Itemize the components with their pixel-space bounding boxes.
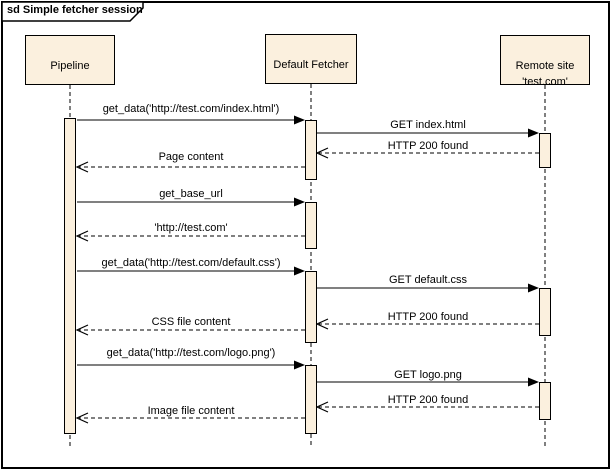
- lifeline-box-default-fetcher: Default Fetcher: [265, 34, 357, 84]
- activation-bar-fetcher-1: [305, 120, 317, 180]
- message-10-arrowhead-icon: [75, 324, 89, 336]
- lifeline-box-remote-site: Remote site 'test.com': [500, 35, 590, 88]
- message-label: get_base_url: [159, 188, 223, 200]
- message-label: get_data('http://test.com/index.html'): [102, 103, 280, 115]
- activation-bar-fetcher-2: [305, 202, 317, 249]
- lifeline-box-pipeline: Pipeline: [25, 35, 115, 85]
- message-label: HTTP 200 found: [387, 394, 469, 406]
- message-2-arrowhead-icon: [528, 128, 539, 138]
- activation-bar-fetcher-3: [305, 271, 317, 343]
- message-label: get_data('http://test.com/logo.png'): [106, 347, 276, 359]
- message-14-arrowhead-icon: [75, 412, 89, 424]
- message-1-arrowhead-icon: [294, 115, 305, 125]
- message-13-arrowhead-icon: [315, 401, 329, 413]
- activation-bar-remote-3: [539, 382, 551, 420]
- message-label: get_data('http://test.com/default.css'): [101, 257, 281, 269]
- message-7-arrowhead-icon: [294, 266, 305, 276]
- frame-border: [1, 1, 610, 469]
- frame-title-tab: [1, 1, 144, 22]
- lifeline-name: Default Fetcher: [273, 59, 349, 71]
- message-label: GET logo.png: [394, 369, 462, 381]
- message-label: HTTP 200 found: [387, 140, 469, 152]
- message-9-arrowhead-icon: [315, 318, 329, 330]
- message-4-arrowhead-icon: [75, 161, 89, 173]
- lifeline-name: Pipeline: [50, 60, 90, 72]
- activation-bar-pipeline: [64, 118, 76, 434]
- message-label: GET default.css: [388, 274, 468, 286]
- message-6-arrowhead-icon: [75, 230, 89, 242]
- message-12-arrowhead-icon: [528, 377, 539, 387]
- message-8-arrowhead-icon: [528, 283, 539, 293]
- message-label: HTTP 200 found: [387, 311, 469, 323]
- activation-bar-fetcher-4: [305, 365, 317, 434]
- message-label: GET index.html: [390, 119, 466, 131]
- message-3-arrowhead-icon: [315, 147, 329, 159]
- message-label: CSS file content: [151, 316, 231, 328]
- activation-bar-remote-2: [539, 288, 551, 336]
- lifeline-name: Remote site 'test.com': [515, 60, 575, 88]
- message-5-arrowhead-icon: [294, 197, 305, 207]
- diagram-title: sd Simple fetcher session: [7, 4, 143, 16]
- message-label: Image file content: [147, 405, 235, 417]
- message-label: 'http://test.com': [154, 222, 228, 234]
- message-11-arrowhead-icon: [294, 360, 305, 370]
- activation-bar-remote-1: [539, 133, 551, 168]
- message-label: Page content: [158, 151, 224, 163]
